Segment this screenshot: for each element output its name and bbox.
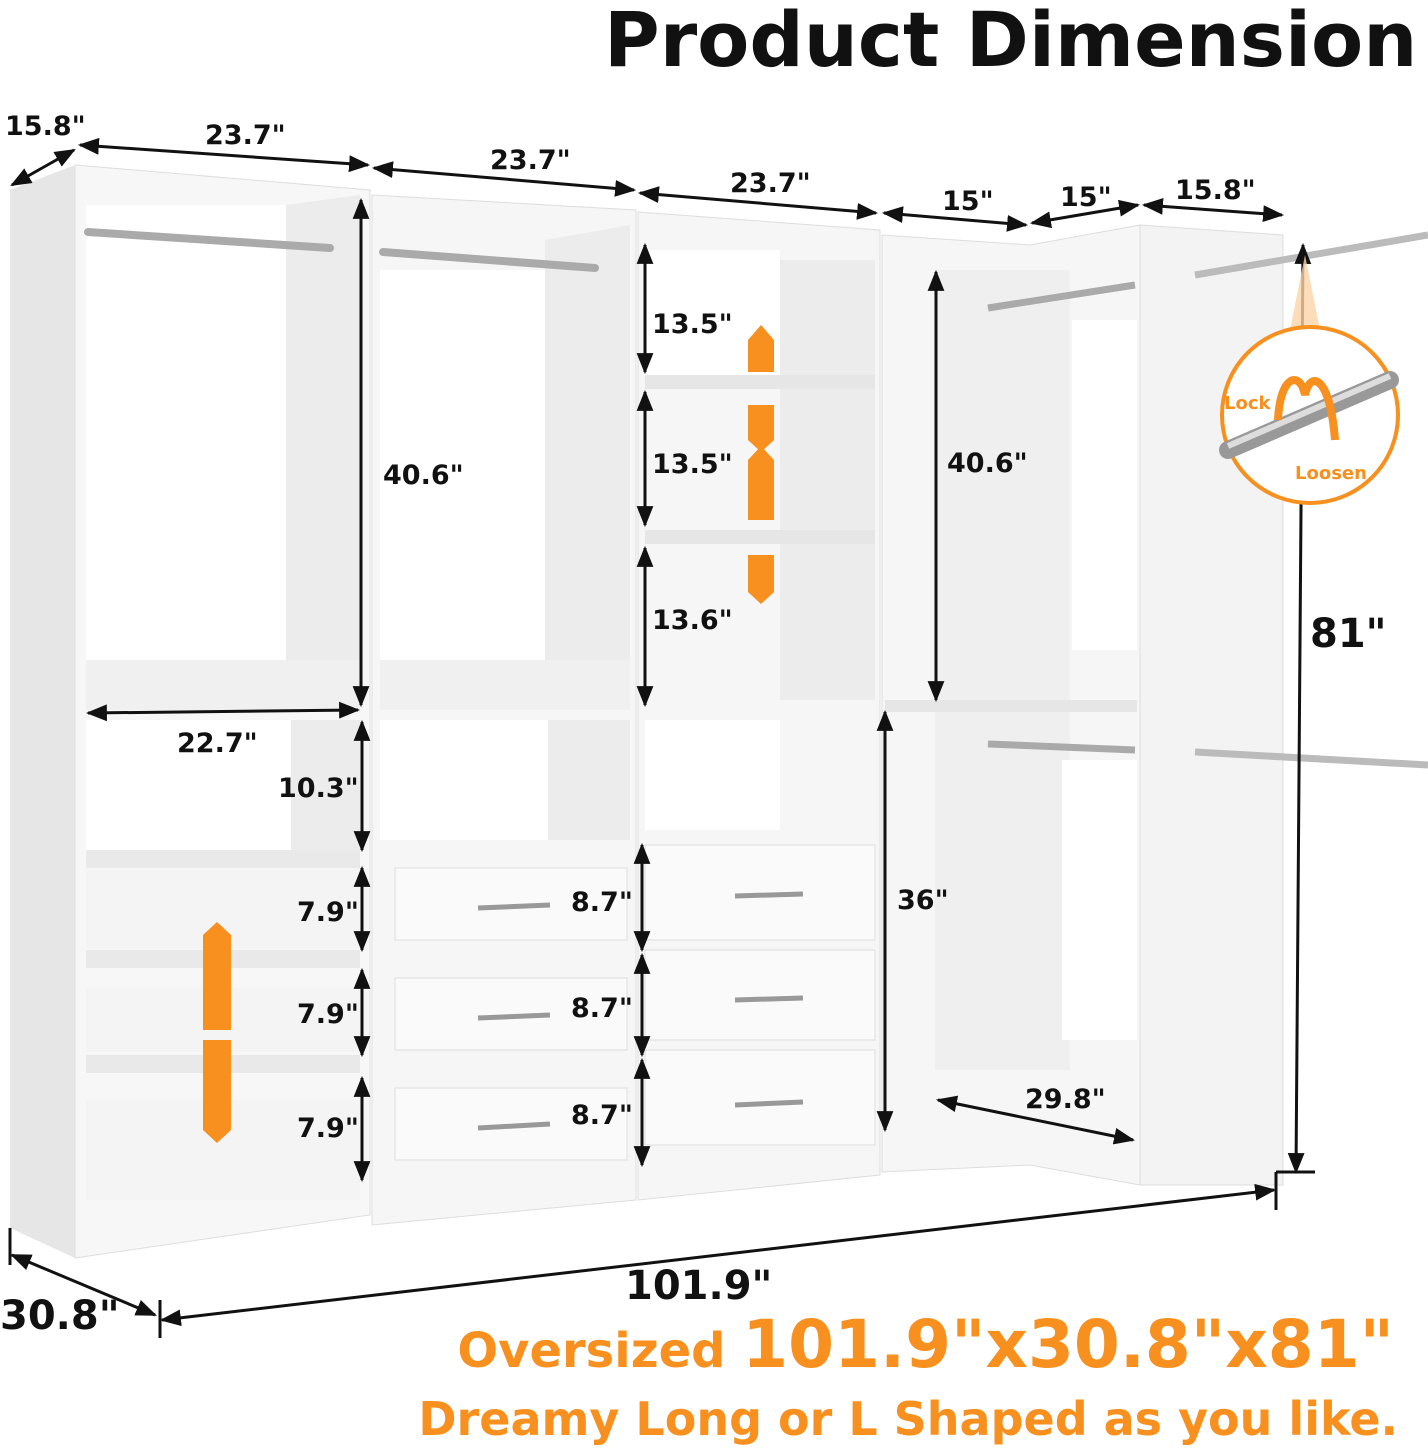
dim-total-height: 81" bbox=[1310, 611, 1387, 657]
corner-module bbox=[881, 224, 1428, 1186]
rod-lock-inset bbox=[1219, 255, 1400, 505]
dim-width-6: 15.8" bbox=[1175, 175, 1256, 206]
dim-total-width: 101.9" bbox=[625, 1263, 773, 1309]
dim-width-1: 23.7" bbox=[205, 120, 286, 151]
dim-cubby-3: 7.9" bbox=[297, 1113, 359, 1144]
dim-top-depth: 15.8" bbox=[5, 111, 86, 142]
dim-cubby-1: 7.9" bbox=[297, 897, 359, 928]
dim-shelf-1: 13.5" bbox=[652, 309, 733, 340]
loosen-label: Loosen bbox=[1295, 463, 1367, 484]
dim-drawer-3: 8.7" bbox=[571, 1100, 633, 1131]
dim-width-4: 15" bbox=[942, 186, 994, 217]
dim-hang-left: 40.6" bbox=[383, 460, 464, 491]
dim-drawer-1: 8.7" bbox=[571, 887, 633, 918]
dim-width-5: 15" bbox=[1060, 182, 1112, 213]
dim-width-2: 23.7" bbox=[490, 145, 571, 176]
promo-size: 101.9"x30.8"x81" bbox=[742, 1306, 1394, 1383]
dim-cubby-2: 7.9" bbox=[297, 999, 359, 1030]
promo-size-line: Oversized 101.9"x30.8"x81" bbox=[457, 1312, 1394, 1378]
dim-shelf-2: 13.5" bbox=[652, 449, 733, 480]
dim-open-cubby: 10.3" bbox=[278, 773, 359, 804]
middle-module-1 bbox=[371, 194, 637, 1226]
dim-width-3: 23.7" bbox=[730, 168, 811, 199]
promo-prefix: Oversized bbox=[457, 1323, 743, 1379]
dimension-lines bbox=[8, 137, 1315, 1338]
dim-drawer-2: 8.7" bbox=[571, 993, 633, 1024]
dim-corner-depth: 29.8" bbox=[1025, 1084, 1106, 1115]
dim-hang-right: 40.6" bbox=[947, 448, 1028, 479]
adjust-arrows-icon bbox=[203, 325, 774, 1143]
dim-shelf-3: 13.6" bbox=[652, 605, 733, 636]
dim-lower-hang: 36" bbox=[897, 885, 949, 916]
dim-inner-width: 22.7" bbox=[177, 728, 258, 759]
lock-label: Lock bbox=[1224, 393, 1271, 414]
promo-tagline: Dreamy Long or L Shaped as you like. bbox=[418, 1392, 1398, 1446]
dim-total-depth: 30.8" bbox=[0, 1293, 120, 1339]
middle-module-2 bbox=[637, 211, 881, 1201]
page-title: Product Dimension bbox=[604, 0, 1418, 84]
